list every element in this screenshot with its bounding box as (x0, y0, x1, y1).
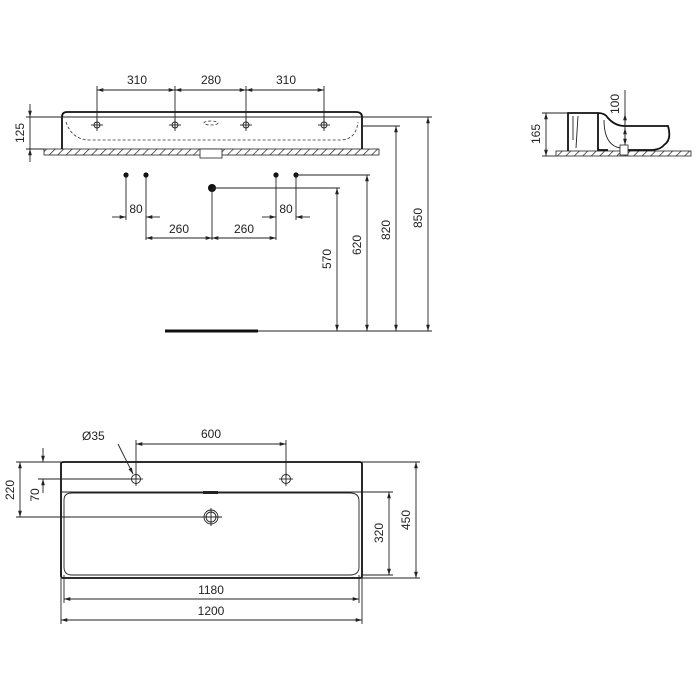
dim-310-right: 310 (276, 73, 296, 87)
dim-280: 280 (201, 73, 221, 87)
dim-820: 820 (379, 220, 393, 240)
dim-450: 450 (399, 510, 413, 530)
dim-70: 70 (28, 488, 42, 502)
dim-220: 220 (3, 480, 17, 500)
dim-diameter-35: Ø35 (82, 429, 105, 443)
dim-1200: 1200 (198, 604, 225, 618)
front-view: 310 280 310 125 80 260 260 (13, 73, 432, 333)
dim-1180: 1180 (198, 583, 224, 597)
dim-310-left: 310 (127, 73, 147, 87)
dim-80-right: 80 (279, 202, 293, 216)
dim-100: 100 (608, 94, 622, 114)
dim-850: 850 (411, 208, 425, 228)
top-view: Ø35 600 70 220 320 450 1180 (3, 427, 420, 624)
dim-600: 600 (201, 427, 221, 441)
side-view: 165 100 (529, 90, 692, 157)
dim-320: 320 (372, 523, 386, 543)
dim-165: 165 (529, 124, 543, 144)
dim-620: 620 (350, 235, 364, 255)
dim-80-left: 80 (129, 202, 143, 216)
dim-125: 125 (13, 123, 27, 143)
dim-260-left: 260 (169, 222, 189, 236)
dim-570: 570 (320, 249, 334, 269)
dim-260-right: 260 (234, 222, 254, 236)
